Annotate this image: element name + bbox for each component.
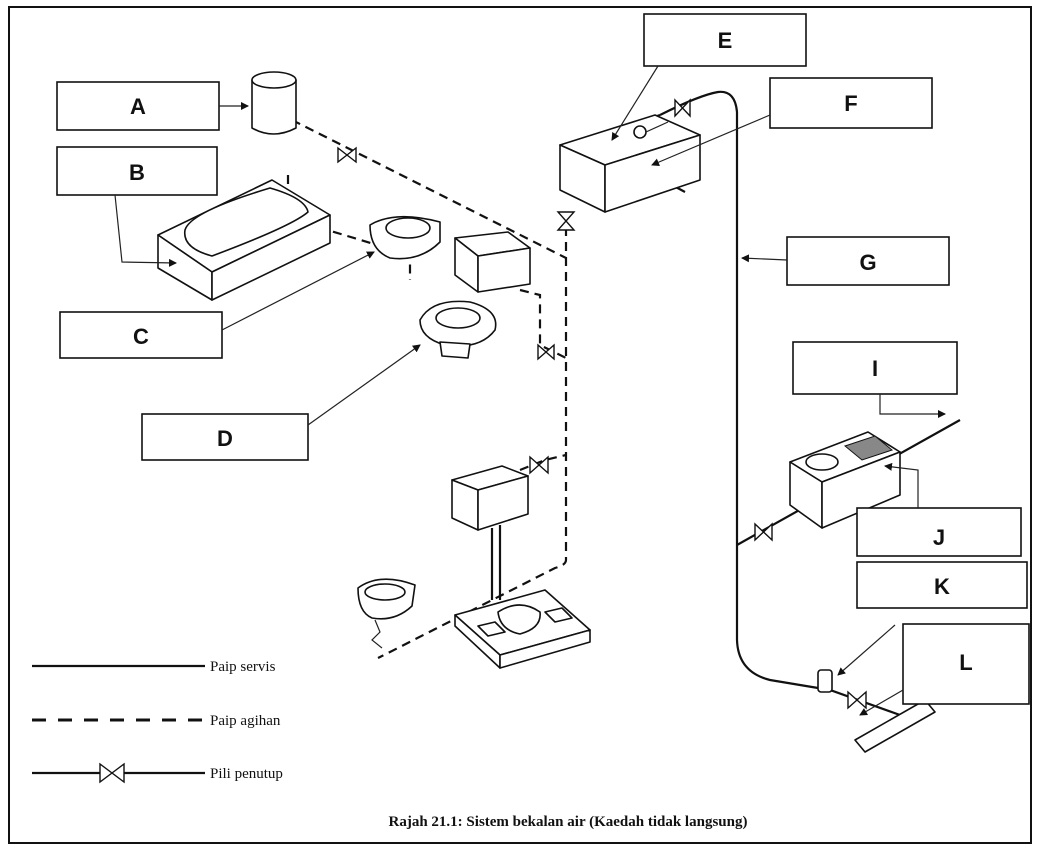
leader-k	[837, 624, 896, 676]
squat-toilet	[454, 589, 591, 669]
label-j-text: J	[933, 525, 945, 550]
label-box-c: C	[59, 311, 223, 359]
label-a-text: A	[130, 94, 146, 119]
stop-valve-icon	[754, 522, 773, 542]
label-box-l: L	[902, 623, 1030, 705]
legend-stop-valve-text: Pili penutup	[210, 766, 283, 782]
wash-basin	[369, 215, 441, 260]
stop-valve-icon	[556, 211, 576, 231]
label-box-j: J	[856, 507, 1022, 557]
distribution-pipe-wc	[519, 288, 567, 359]
legend: Paip servis Paip agihan Pili penutup	[32, 659, 283, 784]
leader-j	[884, 462, 919, 508]
label-box-e: E	[643, 13, 807, 67]
stop-valve-icon	[847, 690, 867, 710]
kitchen-sink	[789, 431, 901, 529]
leader-b	[114, 194, 177, 267]
label-b-text: B	[129, 160, 145, 185]
label-d-text: D	[217, 426, 233, 451]
high-level-cistern	[451, 465, 529, 600]
label-k-text: K	[934, 574, 950, 599]
stop-valve-icon	[337, 146, 357, 164]
legend-valve-icon	[99, 762, 125, 784]
bathtub	[157, 179, 331, 301]
wc-pan	[419, 300, 497, 359]
label-box-b: B	[56, 146, 218, 196]
leader-f	[651, 114, 771, 166]
distribution-pipe-cylinder	[291, 119, 567, 259]
leader-l	[859, 689, 904, 716]
legend-distribution-pipe-text: Paip agihan	[210, 713, 281, 729]
roof-storage-tank	[559, 114, 701, 213]
leader-c	[221, 251, 375, 331]
leader-i	[879, 394, 946, 418]
distribution-pipe-main	[377, 212, 568, 659]
small-basin	[357, 578, 416, 649]
label-e-text: E	[718, 28, 733, 53]
label-box-d: D	[141, 413, 309, 461]
water-meter	[817, 669, 833, 693]
stop-valve-icon	[674, 98, 691, 118]
wc-cistern	[454, 231, 531, 293]
service-pipe-main	[659, 90, 901, 717]
figure-caption: Rajah 21.1: Sistem bekalan air (Kaedah t…	[389, 814, 748, 830]
label-box-k: K	[856, 561, 1028, 609]
leader-e	[611, 65, 659, 141]
label-box-a: A	[56, 81, 220, 131]
label-i-text: I	[872, 356, 878, 381]
leader-d	[307, 344, 421, 426]
label-c-text: C	[133, 324, 149, 349]
label-f-text: F	[844, 91, 857, 116]
label-l-text: L	[959, 650, 972, 675]
legend-service-pipe-text: Paip servis	[210, 659, 276, 675]
label-box-g: G	[786, 236, 950, 286]
leader-g	[741, 254, 788, 263]
label-g-text: G	[859, 250, 876, 275]
water-main	[854, 699, 936, 753]
label-box-i: I	[792, 341, 958, 395]
stop-valve-icon	[529, 455, 549, 475]
label-box-f: F	[769, 77, 933, 129]
stop-valve-icon	[537, 343, 555, 361]
distribution-pipe-cistern2	[519, 453, 567, 472]
storage-cylinder	[251, 71, 297, 135]
